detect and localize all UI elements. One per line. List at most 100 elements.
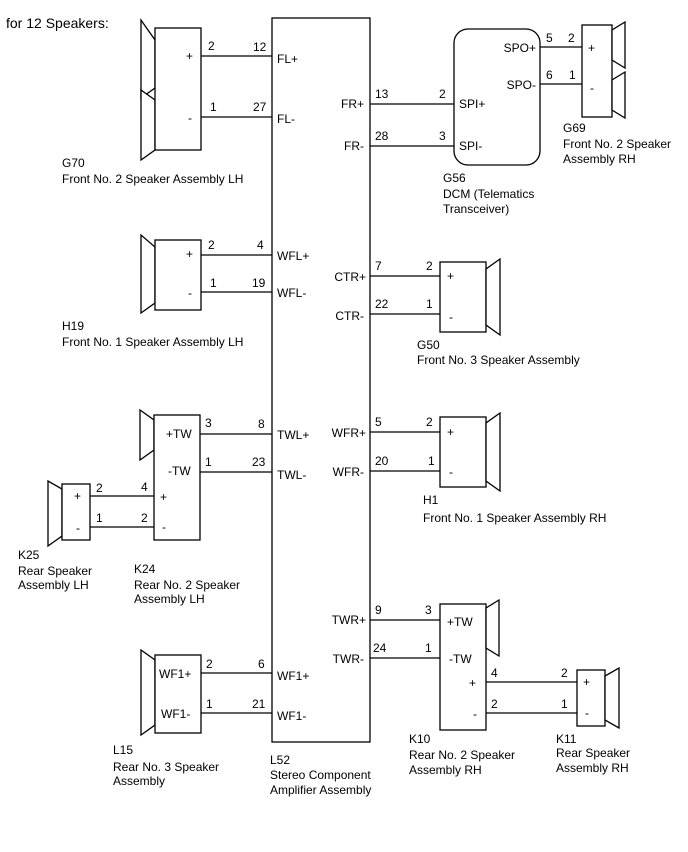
speaker-cone-icon xyxy=(140,17,156,100)
g56-spi-plus: SPI+ xyxy=(459,97,485,111)
h1-plus: + xyxy=(447,425,454,439)
speaker-cone-icon xyxy=(485,411,501,493)
amp-terminal-ctr-plus: CTR+ xyxy=(334,270,366,284)
k10-pin-plus: 4 xyxy=(491,666,498,680)
g69-minus: - xyxy=(590,81,594,95)
g56-spi-minus: SPI- xyxy=(459,139,482,153)
k24-pin-minus: 2 xyxy=(141,511,148,525)
k11-name-line2: Assembly RH xyxy=(556,761,629,775)
k10-tw-minus: -TW xyxy=(449,652,472,666)
k11-pin-plus: 2 xyxy=(561,666,568,680)
amp-terminal-twl-minus: TWL- xyxy=(277,468,306,482)
amp-pin-20: 20 xyxy=(375,454,389,468)
tweeter-cone-icon xyxy=(485,598,500,658)
amp-pin-13: 13 xyxy=(375,87,389,101)
l15-speaker: WF1+ WF1- xyxy=(140,648,202,737)
l15-name-line1: Rear No. 3 Speaker xyxy=(113,760,219,774)
amp-pin-24: 24 xyxy=(373,641,387,655)
k11-pin-minus: 1 xyxy=(561,697,568,711)
k10-minus: - xyxy=(473,707,477,721)
g69-pin-minus: 1 xyxy=(569,68,576,82)
amp-pin-9: 9 xyxy=(375,603,382,617)
amp-terminal-fl-plus: FL+ xyxy=(277,52,298,66)
k25-speaker: + - xyxy=(47,479,91,548)
amp-pin-21: 21 xyxy=(252,697,266,711)
speaker-cone-icon xyxy=(47,479,63,548)
h19-pin-minus: 1 xyxy=(210,276,217,290)
amp-pin-27: 27 xyxy=(253,100,267,114)
g50-pin-plus: 2 xyxy=(426,259,433,273)
g70-plus: + xyxy=(186,49,193,63)
k25-pin-minus: 1 xyxy=(96,511,103,525)
k24-connector-box xyxy=(153,414,201,541)
k10-name-line1: Rear No. 2 Speaker xyxy=(409,748,515,762)
g56-pin-spo-minus: 6 xyxy=(546,68,553,82)
amp-terminal-fl-minus: FL- xyxy=(277,112,295,126)
h1-speaker: + - xyxy=(439,411,501,493)
k11-speaker: + - xyxy=(576,666,620,730)
h1-name: Front No. 1 Speaker Assembly RH xyxy=(423,511,606,525)
g69-speaker: + - xyxy=(581,20,626,120)
g50-code: G50 xyxy=(417,338,440,352)
k24-plus: + xyxy=(160,490,167,504)
amp-pin-28: 28 xyxy=(375,129,389,143)
k24-speaker: +TW -TW + - xyxy=(139,408,201,541)
h1-pin-plus: 2 xyxy=(426,415,433,429)
amp-pin-7: 7 xyxy=(375,259,382,273)
amp-terminal-fr-minus: FR- xyxy=(344,139,364,153)
g50-plus: + xyxy=(447,269,454,283)
amp-pin-23: 23 xyxy=(252,455,266,469)
k10-code: K10 xyxy=(409,732,431,746)
amp-terminal-twr-plus: TWR+ xyxy=(332,613,366,627)
amp-terminal-twr-minus: TWR- xyxy=(333,652,364,666)
g56-name-line2: Transceiver) xyxy=(443,202,509,216)
k24-pin-plus: 4 xyxy=(141,480,148,494)
amp-terminal-wf1-plus: WF1+ xyxy=(277,669,309,683)
amp-terminal-wfr-plus: WFR+ xyxy=(332,426,366,440)
k25-name-line1: Rear Speaker xyxy=(18,564,92,578)
g69-pin-plus: 2 xyxy=(568,31,575,45)
k24-name-line1: Rear No. 2 Speaker xyxy=(134,578,240,592)
h19-pin-plus: 2 xyxy=(208,238,215,252)
g50-minus: - xyxy=(449,310,453,324)
k11-plus: + xyxy=(583,675,590,689)
g56-name-line1: DCM (Telematics xyxy=(443,187,534,201)
k10-tw-plus: +TW xyxy=(447,615,473,629)
g50-speaker: + - xyxy=(439,257,501,337)
h1-code: H1 xyxy=(423,493,439,507)
speaker-cone-icon xyxy=(611,70,626,120)
speaker-cone-icon xyxy=(485,257,501,337)
l15-code: L15 xyxy=(113,743,133,757)
g56-pin-spi-minus: 3 xyxy=(439,129,446,143)
g70-pin-plus: 2 xyxy=(208,39,215,53)
k10-pin-tw-plus: 3 xyxy=(425,603,432,617)
amp-pin-6: 6 xyxy=(258,657,265,671)
h1-minus: - xyxy=(449,465,453,479)
g70-speaker: + - xyxy=(140,17,202,162)
speaker-cone-icon xyxy=(604,666,620,730)
k11-connector-box xyxy=(576,669,606,727)
amp-terminal-ctr-minus: CTR- xyxy=(335,309,364,323)
k25-code: K25 xyxy=(18,548,40,562)
h1-connector-box xyxy=(439,416,487,488)
l15-connector-box xyxy=(154,654,202,734)
amp-pin-5: 5 xyxy=(375,415,382,429)
k25-name-line2: Assembly LH xyxy=(18,578,89,592)
amp-terminal-wfl-minus: WFL- xyxy=(277,286,306,300)
k24-tw-minus: -TW xyxy=(168,464,191,478)
g70-name: Front No. 2 Speaker Assembly LH xyxy=(62,172,243,186)
k25-plus: + xyxy=(74,489,81,503)
l15-pin-minus: 1 xyxy=(206,697,213,711)
g50-name: Front No. 3 Speaker Assembly xyxy=(417,353,580,367)
g69-name-line2: Assembly RH xyxy=(563,152,636,166)
amp-pin-4: 4 xyxy=(257,238,264,252)
k24-pin-tw-plus: 3 xyxy=(205,416,212,430)
g56-code: G56 xyxy=(443,171,466,185)
g70-connector-box xyxy=(154,27,202,151)
k10-pin-tw-minus: 1 xyxy=(425,641,432,655)
k24-minus: - xyxy=(162,520,166,534)
amp-terminal-wfl-plus: WFL+ xyxy=(277,249,309,263)
k11-minus: - xyxy=(585,706,589,720)
amplifier-box xyxy=(271,17,371,743)
speaker-cone-icon xyxy=(140,233,156,315)
